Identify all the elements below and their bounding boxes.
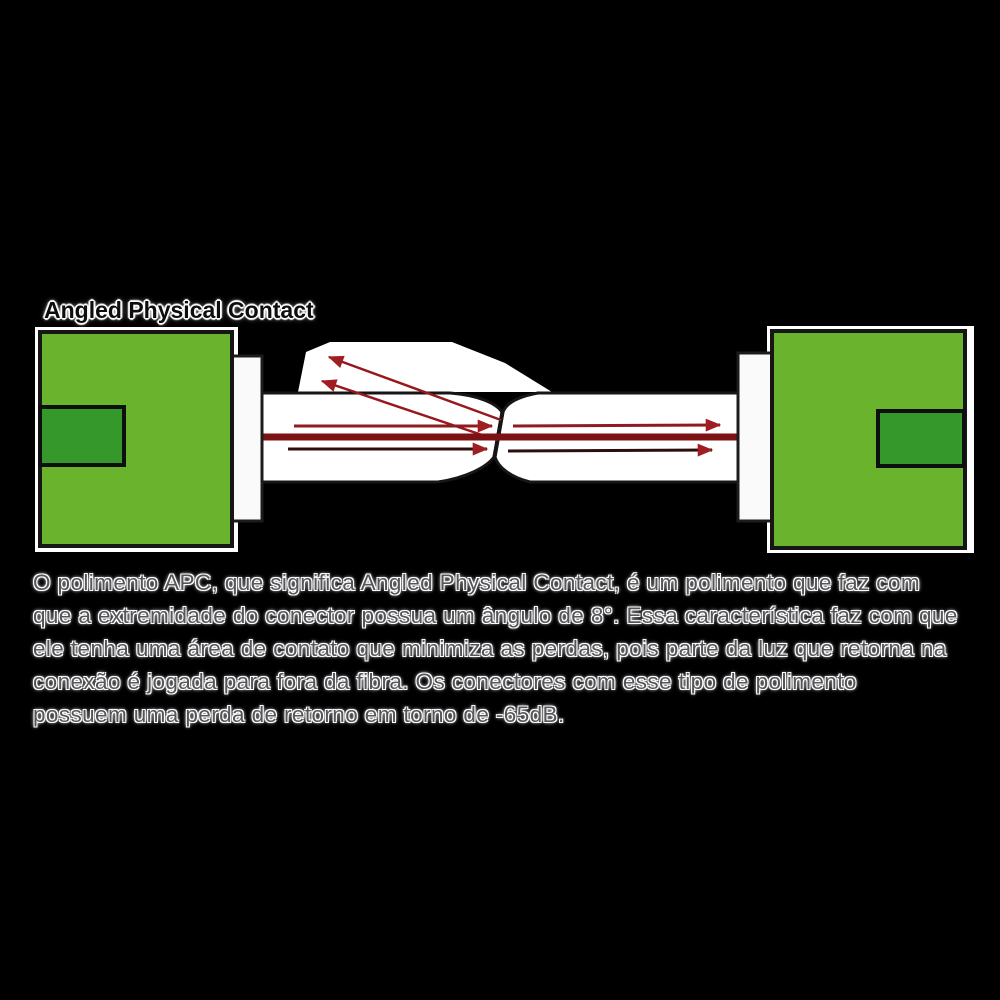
description-paragraph: O polimento APC, que significa Angled Ph… — [33, 566, 983, 731]
paragraph-line: ele tenha uma área de contato que minimi… — [33, 636, 947, 661]
reflected-ray-arrow-upper — [327, 355, 502, 422]
apc-connector-diagram — [35, 326, 974, 553]
left-ferrule — [228, 354, 264, 523]
left-connector-notch — [38, 405, 126, 467]
reflected-ray-background-patch — [298, 342, 552, 392]
right-connector-notch — [876, 409, 966, 468]
diagram-title: Angled Physical Contact — [44, 297, 314, 323]
transmitted-ray-arrow-right-top — [512, 418, 722, 432]
right-ferrule — [736, 351, 774, 523]
paragraph-line: O polimento APC, que significa Angled Ph… — [33, 570, 921, 595]
paragraph-line: conexão é jogada para fora da fibra. Os … — [33, 669, 857, 694]
reflected-ray-arrow-lower — [320, 379, 498, 442]
transmitted-ray-arrow-right-bottom — [507, 443, 714, 457]
paragraph-line: que a extremidade do conector possua um … — [33, 603, 958, 628]
paragraph-line: possuem uma perda de retorno em torno de… — [33, 702, 565, 727]
